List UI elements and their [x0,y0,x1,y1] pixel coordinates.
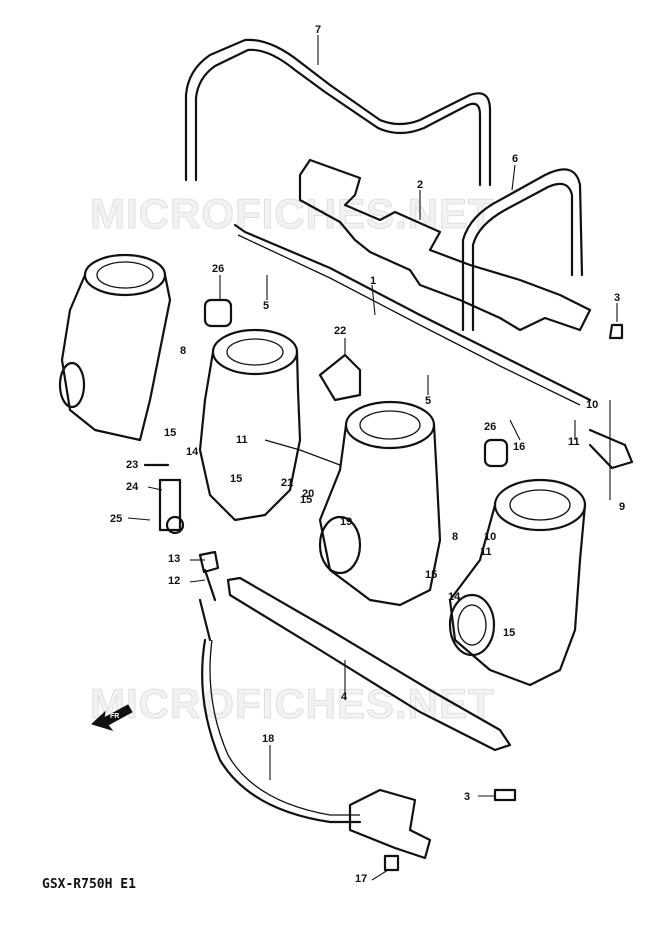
callout-2: 2 [417,179,423,191]
callout-13: 13 [168,553,180,565]
callout-20: 20 [302,488,314,500]
screw-17 [383,854,400,872]
callout-14: 14 [448,591,461,603]
callout-15: 15 [503,627,515,639]
cap-26b [483,438,509,468]
callout-15: 15 [425,569,437,581]
spring-24 [158,478,182,532]
callout-6: 6 [512,153,518,165]
callout-11: 11 [236,434,248,446]
spring-13 [198,550,220,574]
throttle-cable-18 [201,638,362,824]
callout-15: 15 [164,427,176,439]
callout-23: 23 [126,459,138,471]
carburetor-4 [448,478,587,687]
callout-9: 9 [619,501,625,513]
callout-25: 25 [110,513,122,525]
model-code: GSX-R750H E1 [42,877,136,892]
callout-5: 5 [263,300,269,312]
callout-19: 19 [340,516,352,528]
callout-7: 7 [315,24,321,36]
callout-16: 16 [513,441,525,453]
callout-11: 11 [480,546,492,558]
hose-7-inner [194,48,482,187]
carburetor-2 [198,328,341,522]
callout-8: 8 [452,531,458,543]
cable-bracket [348,788,432,860]
callout-15: 15 [230,473,242,485]
link-plate-4 [226,576,512,752]
callout-10: 10 [484,531,496,543]
callout-18: 18 [262,733,274,745]
link-rod-1 [233,223,592,402]
callout-24: 24 [126,481,139,493]
watermark: MICROFICHES.NET [90,190,495,237]
callout-11: 11 [568,436,580,448]
fitting-22 [318,353,362,402]
callout-26: 26 [212,263,224,275]
cap-26 [203,298,233,328]
callout-17: 17 [355,873,367,885]
callout-1: 1 [370,275,376,287]
callout-26: 26 [484,421,496,433]
front-label: FR [110,713,119,720]
callout-10: 10 [586,399,598,411]
callout-15: 15 [300,494,312,506]
stop-screw-9 [588,428,634,470]
callout-3: 3 [464,791,470,803]
callout-14: 14 [186,446,199,458]
carburetor-1 [58,253,172,442]
callout-21: 21 [281,477,293,489]
bracket-2 [298,158,592,332]
callout-12: 12 [168,575,180,587]
bolt-25 [165,515,185,535]
screw-3 [608,323,624,340]
carburetor-3 [318,400,442,607]
front-direction-arrow: FR [91,704,133,731]
hose-6 [461,168,584,332]
callout-8: 8 [180,345,186,357]
leader-lines [127,35,618,881]
callout-4: 4 [341,691,348,703]
hose-7 [184,38,492,187]
screw-3b [493,788,517,802]
callout-3: 3 [614,292,620,304]
hose-6-inner [471,182,574,332]
callout-5: 5 [425,395,431,407]
callout-22: 22 [334,325,346,337]
